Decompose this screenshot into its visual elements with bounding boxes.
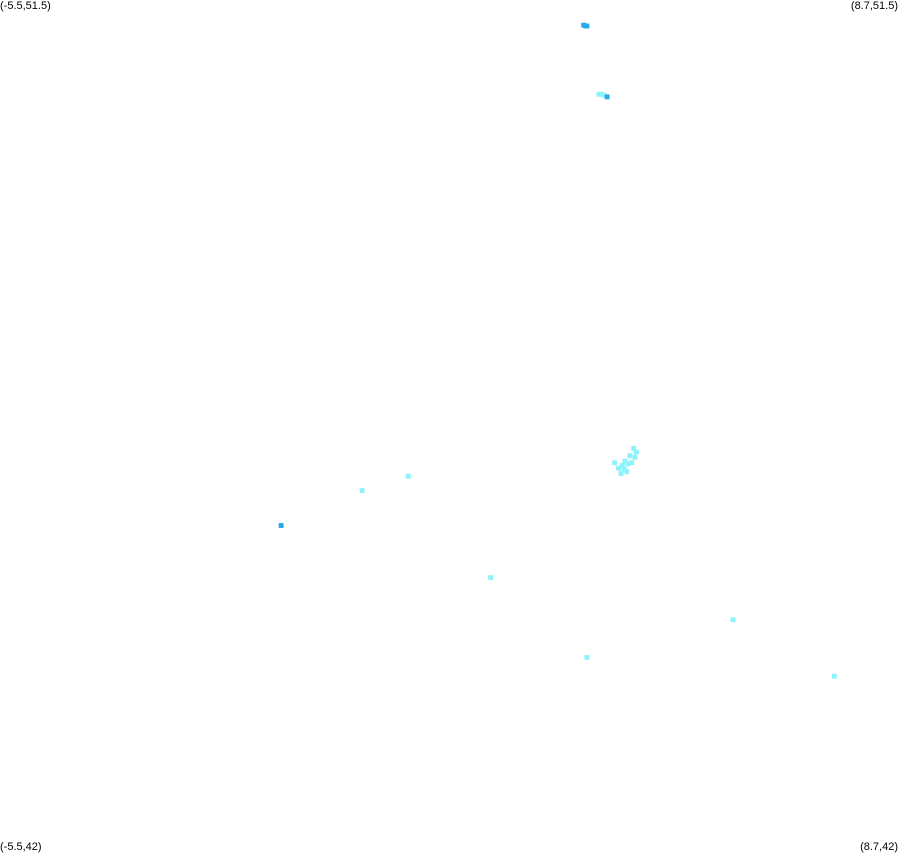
map-point xyxy=(629,460,635,466)
map-point xyxy=(584,654,590,660)
map-point xyxy=(619,463,625,468)
corner-label-top-right: (8.7,51.5) xyxy=(850,0,898,12)
corner-label-bottom-left: (-5.5,42) xyxy=(0,841,42,853)
map-point xyxy=(584,23,590,29)
map-point xyxy=(405,473,411,479)
map-point xyxy=(622,458,628,464)
map-point xyxy=(730,617,736,623)
map-point xyxy=(631,445,637,451)
corner-label-top-left: (-5.5,51.5) xyxy=(0,0,51,12)
map-point xyxy=(278,523,284,528)
map-point xyxy=(627,453,633,459)
map-point xyxy=(616,465,621,471)
point-layer xyxy=(278,22,837,679)
map-point xyxy=(831,673,837,679)
map-point xyxy=(604,94,610,100)
map-point xyxy=(624,469,630,475)
corner-label-bottom-right: (8.7,42) xyxy=(860,841,898,853)
map-point xyxy=(488,575,494,581)
map-point xyxy=(612,460,618,466)
map-point xyxy=(632,454,638,460)
map-point xyxy=(359,488,365,494)
map-point xyxy=(618,471,624,476)
